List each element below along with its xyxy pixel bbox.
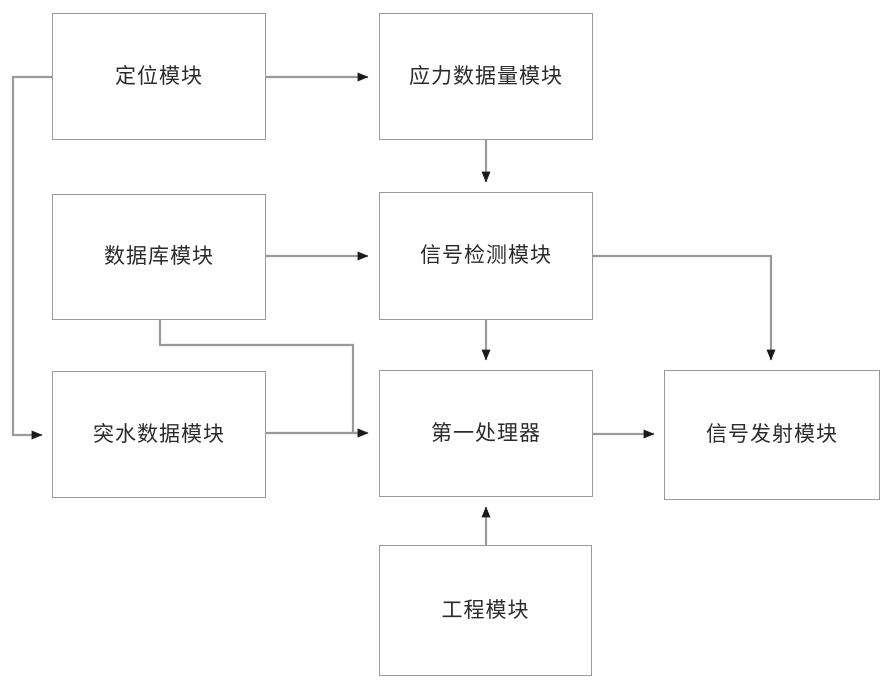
node-label-positioning-module: 定位模块 <box>115 63 203 88</box>
node-database-module[interactable]: 数据库模块 <box>52 194 266 320</box>
node-label-database-module: 数据库模块 <box>104 244 214 269</box>
node-label-signal-transmit-module: 信号发射模块 <box>706 422 838 447</box>
node-first-processor[interactable]: 第一处理器 <box>379 370 593 497</box>
node-label-signal-detection-module: 信号检测模块 <box>420 243 552 268</box>
edge-positioning-to-water-inrush <box>11 75 52 440</box>
node-signal-transmit-module[interactable]: 信号发射模块 <box>664 370 880 500</box>
node-label-first-processor: 第一处理器 <box>431 420 541 445</box>
node-engineering-module[interactable]: 工程模块 <box>379 545 592 676</box>
node-stress-data-module[interactable]: 应力数据量模块 <box>379 13 593 140</box>
node-label-engineering-module: 工程模块 <box>441 597 530 622</box>
node-label-stress-data-module: 应力数据量模块 <box>409 63 563 88</box>
node-signal-detection-module[interactable]: 信号检测模块 <box>379 192 593 320</box>
node-positioning-module[interactable]: 定位模块 <box>52 13 266 140</box>
edge-signal-detection-to-signal-transmit <box>593 254 776 361</box>
node-label-water-inrush-data-module: 突水数据模块 <box>93 421 225 446</box>
node-water-inrush-data-module[interactable]: 突水数据模块 <box>52 371 266 498</box>
